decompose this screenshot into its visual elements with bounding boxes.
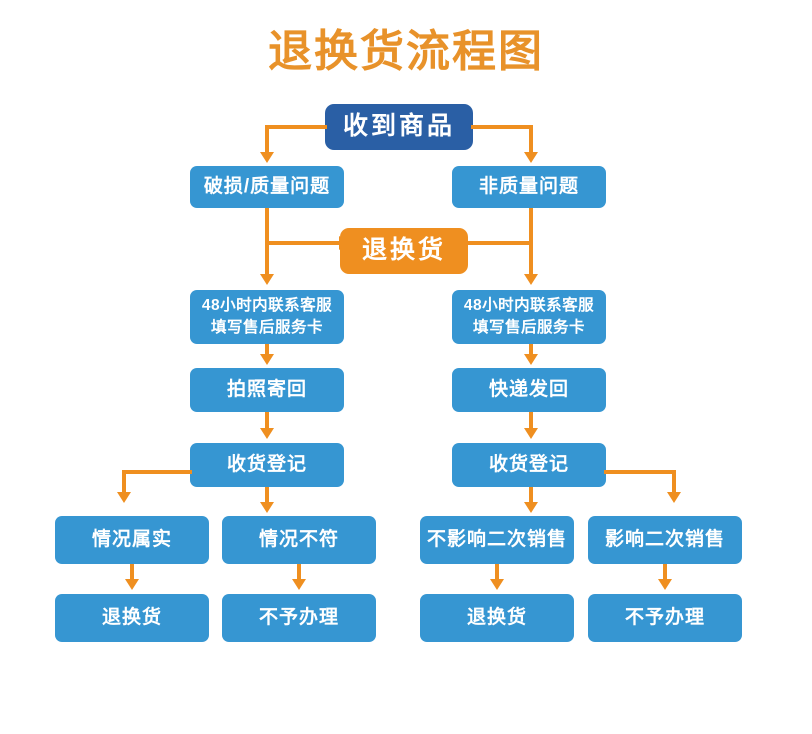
arrowhead-left-contact-to-ship bbox=[260, 354, 274, 365]
connector-left-outcome-b-down bbox=[297, 564, 301, 582]
connector-right-ship-to-register bbox=[529, 412, 533, 432]
page-title: 退换货流程图 bbox=[268, 27, 544, 76]
node-right-contact-line2: 填写售后服务卡 bbox=[472, 319, 585, 336]
arrowhead-left-register-to-outcome-a bbox=[117, 492, 131, 503]
connector-right-outcome-b-down bbox=[663, 564, 667, 582]
node-left-photo-ship-back[interactable]: 拍照寄回 bbox=[190, 368, 344, 412]
node-left-goods-receipt-register[interactable]: 收货登记 bbox=[190, 443, 344, 487]
node-branch-non-quality[interactable]: 非质量问题 bbox=[452, 166, 606, 208]
connector-left-register-outward-drop bbox=[122, 470, 126, 494]
arrowhead-left-ship-to-register bbox=[260, 428, 274, 439]
arrowhead-start-to-right-branch bbox=[524, 152, 538, 163]
node-left-outcome-verified[interactable]: 情况属实 bbox=[55, 516, 209, 564]
connector-start-left-horizontal bbox=[265, 125, 327, 129]
arrowhead-left-outcome-b-to-result bbox=[292, 579, 306, 590]
node-right-contact-line1: 48小时内联系客服 bbox=[463, 296, 595, 314]
node-right-contact-service[interactable]: 48小时内联系客服 填写售后服务卡 bbox=[452, 290, 606, 344]
connector-start-left-vertical bbox=[265, 125, 269, 153]
connector-right-register-down bbox=[529, 487, 533, 505]
arrowhead-right-outcome-b-to-result bbox=[658, 579, 672, 590]
connector-right-outcome-a-down bbox=[495, 564, 499, 582]
node-left-result-rejected[interactable]: 不予办理 bbox=[222, 594, 376, 642]
node-left-contact-line1: 48小时内联系客服 bbox=[201, 296, 333, 314]
connector-left-contact-to-ship bbox=[265, 344, 269, 358]
arrowhead-right-ship-to-register bbox=[524, 428, 538, 439]
node-right-result-rejected[interactable]: 不予办理 bbox=[588, 594, 742, 642]
connector-right-register-outward-drop bbox=[672, 470, 676, 494]
arrowhead-left-outcome-a-to-result bbox=[125, 579, 139, 590]
node-right-outcome-no-impact[interactable]: 不影响二次销售 bbox=[420, 516, 574, 564]
node-right-goods-receipt-register[interactable]: 收货登记 bbox=[452, 443, 606, 487]
arrowhead-right-outcome-a-to-result bbox=[490, 579, 504, 590]
connector-start-right-horizontal bbox=[471, 125, 533, 129]
node-left-contact-line2: 填写售后服务卡 bbox=[210, 319, 323, 336]
connector-left-register-down bbox=[265, 487, 269, 505]
connector-right-register-outward bbox=[604, 470, 676, 474]
arrowhead-right-register-to-outcome-a bbox=[524, 502, 538, 513]
node-left-result-return-exchange[interactable]: 退换货 bbox=[55, 594, 209, 642]
arrowhead-right-register-to-outcome-b bbox=[667, 492, 681, 503]
node-left-outcome-not-matching[interactable]: 情况不符 bbox=[222, 516, 376, 564]
arrowhead-left-register-to-outcome-b bbox=[260, 502, 274, 513]
connector-left-register-outward bbox=[122, 470, 192, 474]
node-branch-damage-quality[interactable]: 破损/质量问题 bbox=[190, 166, 344, 208]
node-left-contact-service[interactable]: 48小时内联系客服 填写售后服务卡 bbox=[190, 290, 344, 344]
node-start[interactable]: 收到商品 bbox=[325, 104, 473, 150]
node-right-result-return-exchange[interactable]: 退换货 bbox=[420, 594, 574, 642]
node-right-outcome-impact[interactable]: 影响二次销售 bbox=[588, 516, 742, 564]
connector-left-ship-to-register bbox=[265, 412, 269, 432]
arrowhead-start-to-left-branch bbox=[260, 152, 274, 163]
connector-right-contact-to-ship bbox=[529, 344, 533, 358]
node-right-courier-ship-back[interactable]: 快递发回 bbox=[452, 368, 606, 412]
connector-left-outcome-a-down bbox=[130, 564, 134, 582]
connector-start-right-vertical bbox=[529, 125, 533, 153]
arrowhead-right-branch-down bbox=[524, 274, 538, 285]
arrowhead-right-contact-to-ship bbox=[524, 354, 538, 365]
arrowhead-left-branch-down bbox=[260, 274, 274, 285]
node-hub-return-exchange[interactable]: 退换货 bbox=[340, 228, 468, 274]
connector-left-to-hub bbox=[265, 241, 341, 245]
connector-right-to-hub bbox=[455, 241, 533, 245]
